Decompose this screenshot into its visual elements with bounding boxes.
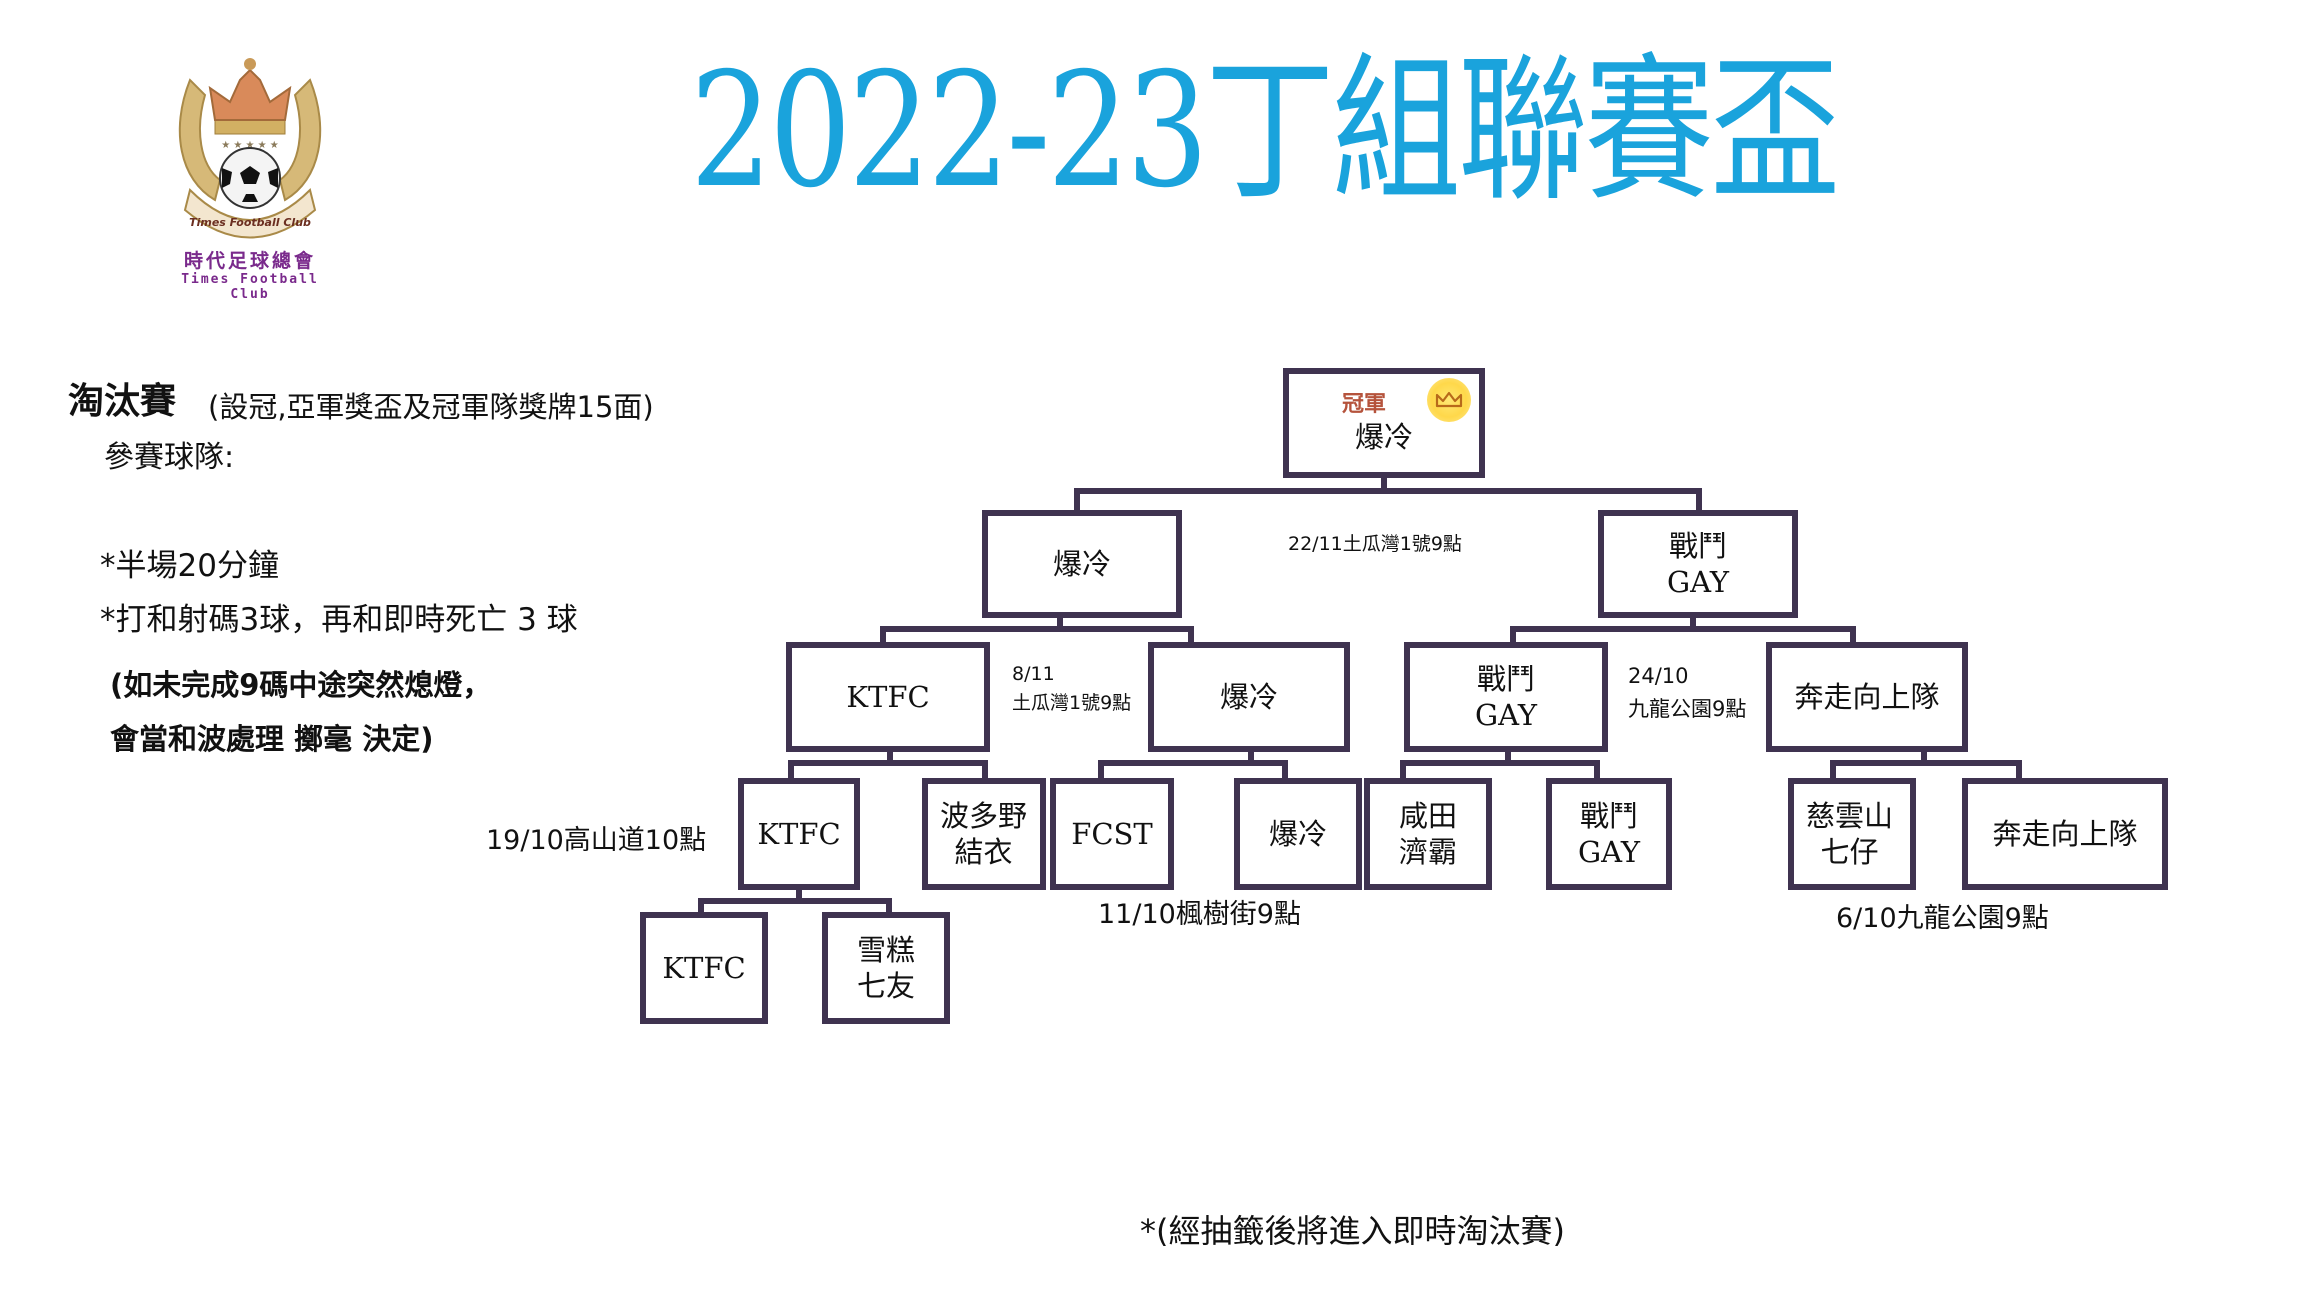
connector — [1057, 618, 1063, 630]
connector — [1696, 488, 1702, 514]
knockout-subtitle: (設冠,亞軍獎盃及冠軍隊獎牌15面) — [208, 390, 654, 424]
round-one-team-2: 雪糕 七友 — [822, 912, 950, 1024]
crown-winged-football-crest-icon: ★ ★ ★ ★ ★ Times Football Club — [178, 58, 322, 239]
connector — [982, 760, 988, 780]
draw-footnote: *(經抽籤後將進入即時淘汰賽) — [1140, 1212, 1565, 1250]
final-team-left: 爆冷 — [982, 510, 1182, 618]
connector — [788, 760, 794, 780]
connector — [1690, 618, 1696, 630]
crown-icon — [1427, 378, 1471, 422]
connector — [1850, 626, 1856, 648]
connector — [1400, 760, 1600, 766]
quarter-team-1: KTFC — [738, 778, 860, 890]
final-venue: 22/11土瓜灣1號9點 — [1288, 533, 1462, 555]
connector — [1381, 478, 1387, 492]
quarter-team-5: 咸田 濟霸 — [1364, 778, 1492, 890]
connector — [886, 898, 892, 916]
connector — [1248, 752, 1254, 766]
quarter-team-3: FCST — [1050, 778, 1174, 890]
quarter-team-7: 慈雲山 七仔 — [1788, 778, 1916, 890]
club-logo: ★ ★ ★ ★ ★ Times Football Club 時代足球總會 Tim… — [160, 50, 340, 302]
connector — [880, 626, 1194, 632]
connector — [1921, 752, 1927, 766]
rule-half-time: *半場20分鐘 — [100, 548, 279, 584]
quarter-team-8: 奔走向上隊 — [1962, 778, 2168, 890]
semi-right-team-1: 戰鬥 GAY — [1404, 642, 1608, 752]
connector — [1400, 760, 1406, 780]
connector — [1074, 488, 1702, 494]
connector — [698, 898, 704, 916]
note-line-1: (如未完成9碼中途突然熄燈， — [110, 668, 492, 702]
semi-right-team-2: 奔走向上隊 — [1766, 642, 1968, 752]
final-team-right: 戰鬥 GAY — [1598, 510, 1798, 618]
svg-text:★ ★ ★ ★ ★: ★ ★ ★ ★ ★ — [221, 140, 279, 151]
quarter-team-6: 戰鬥 GAY — [1546, 778, 1672, 890]
connector — [788, 760, 988, 766]
connector — [1510, 626, 1856, 632]
logo-name-cn: 時代足球總會 — [183, 250, 316, 272]
connector — [698, 898, 892, 904]
connector — [1098, 760, 1104, 780]
semi-left-venue: 8/11 土瓜灣1號9點 — [1012, 663, 1132, 715]
semi-left-team-1: KTFC — [786, 642, 990, 752]
quarter-team-4: 爆冷 — [1234, 778, 1362, 890]
note-line-2: 會當和波處理 擲毫 決定) — [110, 722, 434, 756]
page-title: 2022-23丁組聯賽盃 — [690, 39, 1840, 223]
semi-right-venue: 24/10 九龍公園9點 — [1628, 664, 1747, 721]
connector — [1505, 752, 1511, 764]
quarter-venue-middle: 11/10楓樹街9點 — [1098, 899, 1301, 930]
logo-name-en: Times Football Club — [181, 272, 319, 302]
quarter-venue-right: 6/10九龍公園9點 — [1836, 903, 2049, 934]
connector — [1188, 626, 1194, 648]
rule-penalties: *打和射碼3球，再和即時死亡 3 球 — [100, 602, 578, 638]
quarter-team-2: 波多野 結衣 — [922, 778, 1046, 890]
knockout-title: 淘汰賽 — [68, 381, 177, 422]
connector — [1830, 760, 2022, 766]
teams-label: 參賽球隊: — [104, 440, 235, 475]
champion-label: 冠軍 — [1341, 392, 1386, 418]
round-one-team-1: KTFC — [640, 912, 768, 1024]
semi-left-team-2: 爆冷 — [1148, 642, 1350, 752]
connector — [1830, 760, 1836, 780]
connector — [1594, 760, 1600, 780]
connector — [1074, 488, 1080, 514]
connector — [887, 752, 893, 764]
connector — [1510, 626, 1516, 648]
connector — [880, 626, 886, 648]
champion-box: 冠軍 爆冷 — [1283, 368, 1485, 478]
connector — [796, 890, 802, 902]
connector — [2016, 760, 2022, 780]
svg-text:Times Football Club: Times Football Club — [189, 216, 311, 229]
champion-team: 爆冷 — [1354, 419, 1413, 454]
connector — [1282, 760, 1288, 780]
quarter-venue-left: 19/10高山道10點 — [486, 825, 707, 856]
connector — [1098, 760, 1288, 766]
